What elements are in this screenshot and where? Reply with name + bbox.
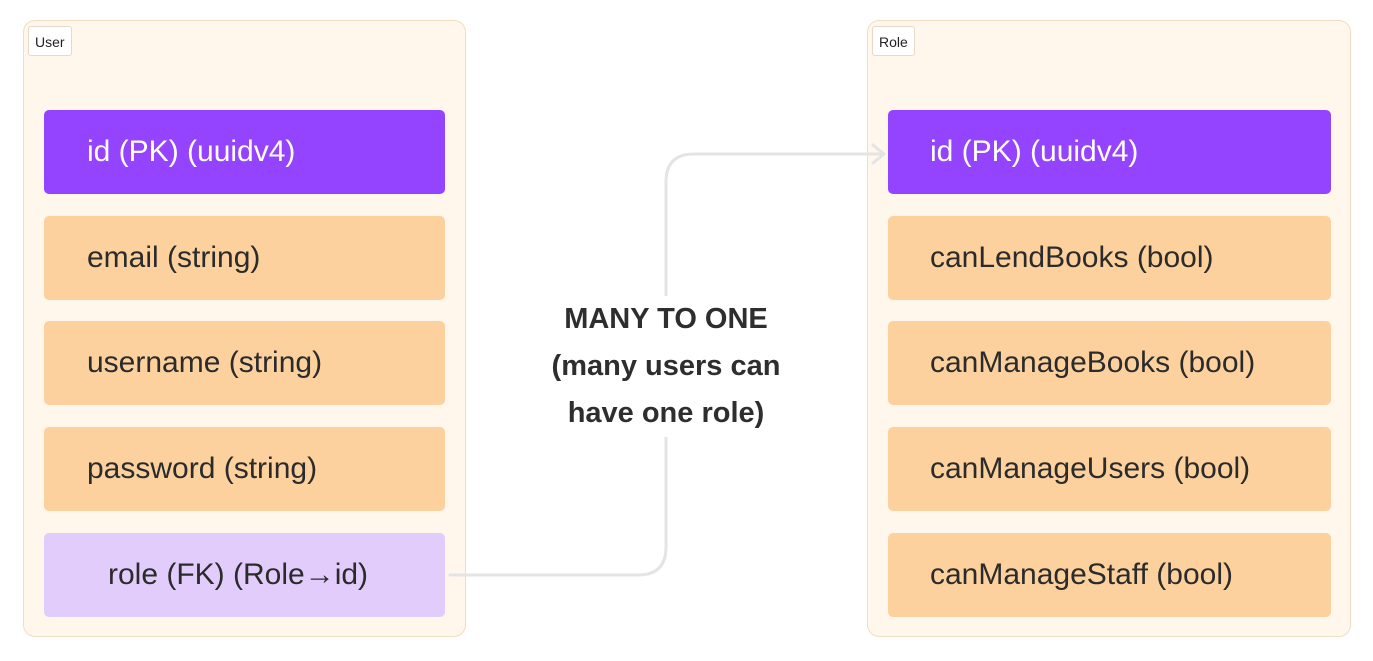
- role-field-id[interactable]: id (PK) (uuidv4): [888, 110, 1331, 194]
- relation-label-line: MANY TO ONE: [564, 303, 768, 335]
- user-field-id[interactable]: id (PK) (uuidv4): [44, 110, 445, 194]
- relation-label-line: have one role): [567, 397, 765, 429]
- role-field-can-manage-users[interactable]: canManageUsers (bool): [888, 427, 1331, 511]
- role-field-can-lend-books[interactable]: canLendBooks (bool): [888, 216, 1331, 300]
- role-entity[interactable]: Role id (PK) (uuidv4) canLendBooks (bool…: [867, 20, 1351, 637]
- user-field-email[interactable]: email (string): [44, 216, 445, 300]
- relation-label-line: (many users can: [551, 350, 781, 382]
- role-entity-title: Role: [872, 26, 915, 56]
- user-field-password[interactable]: password (string): [44, 427, 445, 511]
- user-entity[interactable]: User id (PK) (uuidv4) email (string) use…: [23, 20, 466, 637]
- role-field-can-manage-staff[interactable]: canManageStaff (bool): [888, 533, 1331, 617]
- user-field-username[interactable]: username (string): [44, 321, 445, 405]
- user-entity-title: User: [28, 26, 72, 56]
- relation-label[interactable]: MANY TO ONE (many users can have one rol…: [526, 296, 806, 437]
- user-field-role[interactable]: role (FK) (Role→id): [44, 533, 445, 617]
- role-field-can-manage-books[interactable]: canManageBooks (bool): [888, 321, 1331, 405]
- arrowhead-icon: [871, 143, 886, 165]
